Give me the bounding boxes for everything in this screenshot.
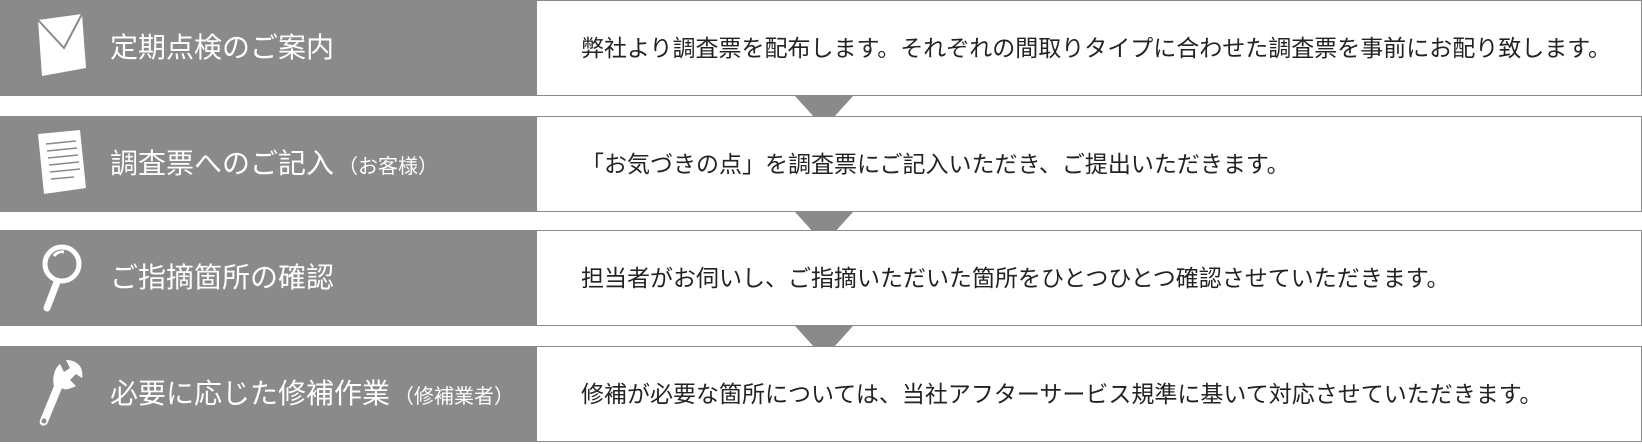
document-icon <box>24 126 100 202</box>
step-2-description-box: 「お気づきの点」を調査票にご記入いただき、ご提出いただきます。 <box>536 116 1642 212</box>
step-3-title-box: ご指摘箇所の確認 <box>0 230 536 326</box>
step-1-title-box: 定期点検のご案内 <box>0 0 536 96</box>
step-2-title: 調査票へのご記入（お客様） <box>110 147 439 180</box>
step-4-title: 必要に応じた修補作業（修補業者） <box>110 377 515 410</box>
step-2: 調査票へのご記入（お客様） 「お気づきの点」を調査票にご記入いただき、ご提出いた… <box>0 116 1642 212</box>
step-4: 必要に応じた修補作業（修補業者） 修補が必要な箇所については、当社アフターサービ… <box>0 346 1642 442</box>
step-3-description-box: 担当者がお伺いし、ご指摘いただいた箇所をひとつひとつ確認させていただきます。 <box>536 230 1642 326</box>
step-1: 定期点検のご案内 弊社より調査票を配布します。それぞれの間取りタイプに合わせた調… <box>0 0 1642 96</box>
step-1-description-box: 弊社より調査票を配布します。それぞれの間取りタイプに合わせた調査票を事前にお配り… <box>536 0 1642 96</box>
step-4-description-box: 修補が必要な箇所については、当社アフターサービス規準に基いて対応させていただきま… <box>536 346 1642 442</box>
step-3-title: ご指摘箇所の確認 <box>110 261 335 294</box>
step-2-title-box: 調査票へのご記入（お客様） <box>0 116 536 212</box>
step-3: ご指摘箇所の確認 担当者がお伺いし、ご指摘いただいた箇所をひとつひとつ確認させて… <box>0 230 1642 326</box>
step-1-title: 定期点検のご案内 <box>110 31 335 64</box>
step-4-title-box: 必要に応じた修補作業（修補業者） <box>0 346 536 442</box>
step-1-description: 弊社より調査票を配布します。それぞれの間取りタイプに合わせた調査票を事前にお配り… <box>581 36 1611 62</box>
step-4-description: 修補が必要な箇所については、当社アフターサービス規準に基いて対応させていただきま… <box>581 382 1543 408</box>
magnifier-icon <box>24 240 100 316</box>
envelope-icon <box>24 10 100 86</box>
wrench-icon <box>24 356 100 432</box>
step-2-description: 「お気づきの点」を調査票にご記入いただき、ご提出いただきます。 <box>581 152 1290 178</box>
step-3-description: 担当者がお伺いし、ご指摘いただいた箇所をひとつひとつ確認させていただきます。 <box>581 266 1450 292</box>
